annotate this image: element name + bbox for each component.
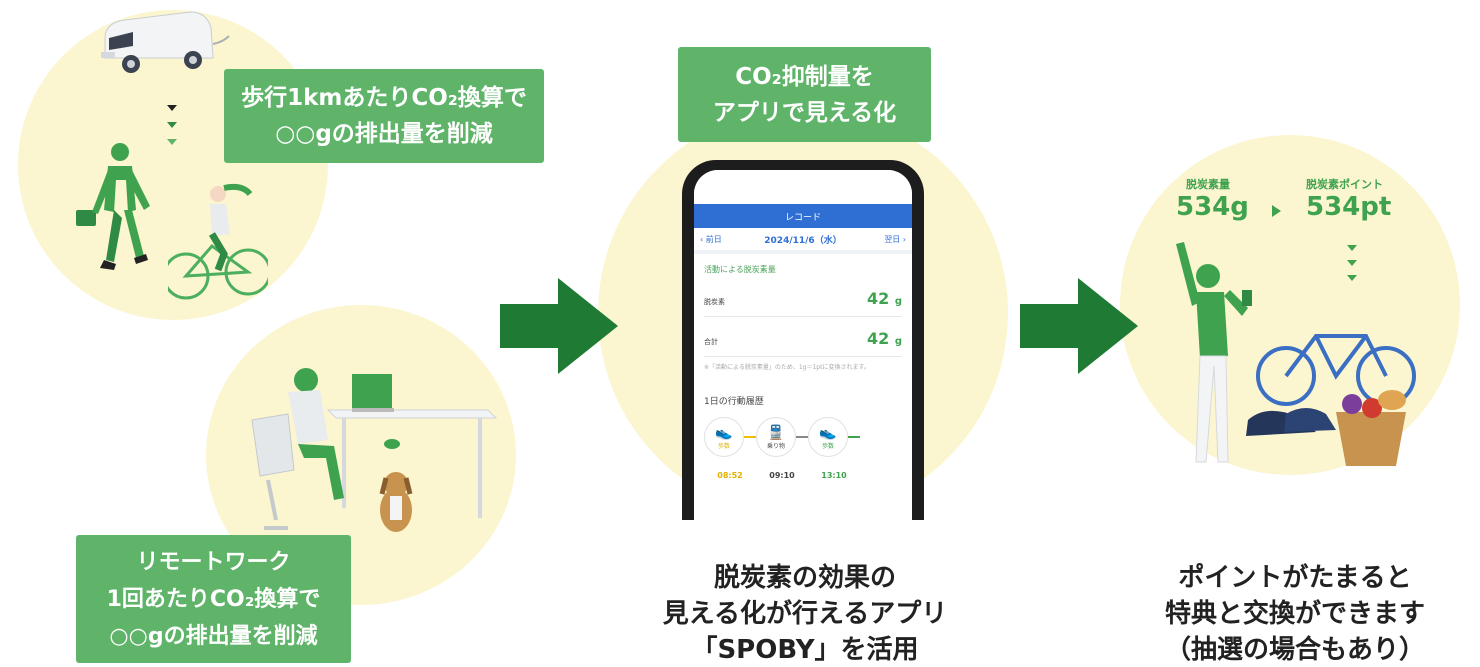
carbon-number: 42 xyxy=(866,289,890,308)
sneaker-icon: 👟 xyxy=(819,424,837,441)
total-row: 合計 42 g xyxy=(704,329,902,357)
activity-time: 13:10 xyxy=(821,471,847,480)
reward-caption: ポイントがたまると 特典と交換ができます （抽選の場合もあり） xyxy=(1125,560,1465,667)
status-area xyxy=(694,170,912,204)
carbon-point-value: 534pt xyxy=(1306,192,1392,222)
prev-day-button[interactable]: ‹ 前日 xyxy=(700,234,722,245)
spoby-caption-line1: 脱炭素の効果の xyxy=(713,563,896,593)
timeline-connector xyxy=(796,436,808,438)
conversion-note: ※「活動による脱炭素量」のため、1g＝1ptに変換されます。 xyxy=(704,364,870,371)
activity-time: 09:10 xyxy=(769,471,795,480)
next-day-button[interactable]: 翌日 › xyxy=(884,234,906,245)
carbon-amount-value: 534g xyxy=(1176,192,1249,222)
triangle-right-icon xyxy=(1272,205,1281,217)
co2-visualize-line2: アプリで見える化 xyxy=(712,99,897,126)
activity-item[interactable]: 👟 歩数 xyxy=(704,417,744,457)
total-value: 42 g xyxy=(867,329,902,348)
smartphone-frame: レコード ‹ 前日 2024/11/6（水） 翌日 › 活動による脱炭素量 脱炭… xyxy=(682,160,924,520)
remote-work-line2: 1回あたりCO₂換算で xyxy=(106,586,321,612)
activity-item[interactable]: 🚆 乗り物 xyxy=(756,417,796,457)
activity-item[interactable]: 👟 歩数 xyxy=(808,417,848,457)
activity-label: 乗り物 xyxy=(766,442,785,450)
sneaker-icon: 👟 xyxy=(715,424,733,441)
van-illustration xyxy=(101,11,230,73)
activity-label: 歩数 xyxy=(821,442,834,450)
co2-visualize-box: CO₂抑制量を アプリで見える化 xyxy=(678,47,931,142)
walking-person-illustration xyxy=(76,143,150,270)
reward-caption-line1: ポイントがたまると xyxy=(1178,563,1412,593)
total-number: 42 xyxy=(866,329,890,348)
arrow-right-icon-2 xyxy=(1020,278,1138,374)
reward-caption-line3: （抽選の場合もあり） xyxy=(1164,635,1425,665)
timeline-connector xyxy=(848,436,860,438)
carbon-amount-label: 脱炭素量 xyxy=(1186,178,1230,191)
app-header-title: レコード xyxy=(784,212,821,223)
total-unit: g xyxy=(894,336,902,347)
remote-work-line3: ○○gの排出量を削減 xyxy=(109,623,318,649)
prev-day-label: 前日 xyxy=(705,234,722,244)
cyclist-illustration xyxy=(168,183,268,300)
carbon-point-label: 脱炭素ポイント xyxy=(1306,178,1383,191)
total-label: 合計 xyxy=(704,338,718,346)
train-icon: 🚆 xyxy=(767,424,785,441)
down-arrows-icon xyxy=(167,105,177,145)
remote-work-co2-box: リモートワーク 1回あたりCO₂換算で ○○gの排出量を削減 xyxy=(76,535,351,663)
chevron-left-icon: ‹ xyxy=(700,234,706,244)
remote-work-illustration xyxy=(251,368,498,532)
spoby-caption: 脱炭素の効果の 見える化が行えるアプリ 「SPOBY」を活用 xyxy=(620,560,990,667)
co2-visualize-line1: CO₂抑制量を xyxy=(735,63,874,90)
walking-co2-line1: 歩行1kmあたりCO₂換算で xyxy=(241,85,527,111)
walking-co2-box: 歩行1kmあたりCO₂換算で ○○gの排出量を削減 xyxy=(224,69,544,163)
activity-timeline: 👟 歩数 🚆 乗り物 👟 歩数 xyxy=(704,417,902,457)
carbon-row: 脱炭素 42 g xyxy=(704,289,902,317)
reward-illustration xyxy=(1176,242,1416,466)
history-title: 1日の行動履歴 xyxy=(704,397,764,407)
next-day-label: 翌日 xyxy=(884,234,901,244)
walking-co2-line2: ○○gの排出量を削減 xyxy=(275,121,493,147)
carbon-section-title: 活動による脱炭素量 xyxy=(704,265,776,274)
app-header: レコード xyxy=(694,204,912,228)
down-arrows-icon xyxy=(1347,245,1357,281)
activity-time: 08:52 xyxy=(717,471,743,480)
reward-caption-line2: 特典と交換ができます xyxy=(1164,599,1425,629)
arrow-right-icon-1 xyxy=(500,278,618,374)
spoby-caption-line3: 「SPOBY」を活用 xyxy=(691,635,919,665)
activity-times: 08:52 09:10 13:10 xyxy=(704,471,902,480)
activity-label: 歩数 xyxy=(717,442,730,450)
carbon-label: 脱炭素 xyxy=(704,298,725,306)
chevron-right-icon: › xyxy=(900,234,906,244)
timeline-connector xyxy=(744,436,756,438)
carbon-value: 42 g xyxy=(867,289,902,308)
app-screen: レコード ‹ 前日 2024/11/6（水） 翌日 › 活動による脱炭素量 脱炭… xyxy=(694,170,912,520)
spoby-caption-line2: 見える化が行えるアプリ xyxy=(662,599,948,629)
current-date: 2024/11/6（水） xyxy=(764,235,842,246)
blob-walk xyxy=(18,10,328,320)
remote-work-line1: リモートワーク xyxy=(136,549,291,575)
date-navigation: ‹ 前日 2024/11/6（水） 翌日 › xyxy=(694,228,912,254)
carbon-section: 活動による脱炭素量 脱炭素 42 g 合計 42 g ※「活動による脱炭素量」の… xyxy=(694,254,912,480)
carbon-unit: g xyxy=(894,296,902,307)
